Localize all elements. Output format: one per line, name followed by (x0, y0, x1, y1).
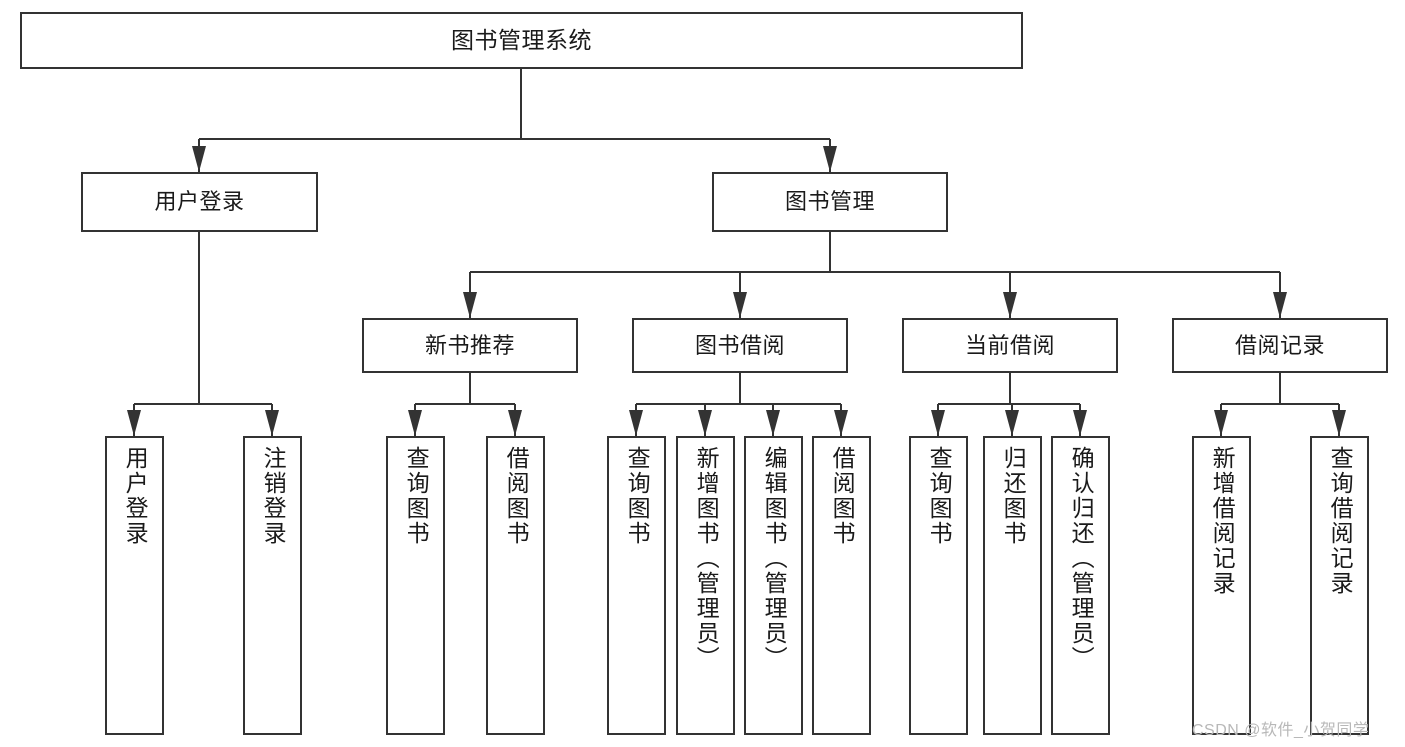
arrow-head-icon (508, 410, 522, 436)
arrow-head-icon (265, 410, 279, 436)
csdn-watermark: CSDN @软件_小贺同学 (1192, 722, 1370, 739)
arrow-head-icon (408, 410, 422, 436)
arrow-head-icon (766, 410, 780, 436)
leaf-add-book[interactable]: 新增图书（管理员） (676, 436, 735, 735)
leaf-query-book-rec[interactable]: 查询图书 (386, 436, 445, 735)
leaf-add-book-label: 新增图书（管理员） (693, 446, 720, 671)
leaf-borrow-book-rec[interactable]: 借阅图书 (486, 436, 545, 735)
wire-group (127, 69, 1346, 436)
arrow-head-icon (1214, 410, 1228, 436)
node-current-borrow[interactable]: 当前借阅 (902, 318, 1118, 373)
leaf-logout[interactable]: 注销登录 (243, 436, 302, 735)
node-user-login[interactable]: 用户登录 (81, 172, 318, 232)
arrow-head-icon (1273, 292, 1287, 318)
arrow-head-icon (463, 292, 477, 318)
node-borrow-record[interactable]: 借阅记录 (1172, 318, 1388, 373)
node-book-manage-label: 图书管理 (784, 189, 875, 215)
node-user-login-label: 用户登录 (154, 189, 245, 215)
leaf-logout-label: 注销登录 (260, 446, 287, 546)
leaf-edit-book-label: 编辑图书（管理员） (761, 446, 788, 671)
node-root[interactable]: 图书管理系统 (20, 12, 1023, 69)
leaf-confirm-return[interactable]: 确认归还（管理员） (1051, 436, 1110, 735)
node-book-borrow[interactable]: 图书借阅 (632, 318, 848, 373)
node-borrow-record-label: 借阅记录 (1234, 332, 1325, 358)
leaf-user-login-label: 用户登录 (122, 446, 149, 546)
arrow-head-icon (698, 410, 712, 436)
arrow-head-icon (931, 410, 945, 436)
leaf-query-book-borrow-label: 查询图书 (624, 446, 651, 546)
node-new-book-recommend[interactable]: 新书推荐 (362, 318, 578, 373)
leaf-user-login[interactable]: 用户登录 (105, 436, 164, 735)
leaf-query-record-label: 查询借阅记录 (1327, 446, 1354, 596)
arrow-head-icon (192, 146, 206, 172)
arrow-head-icon (1073, 410, 1087, 436)
node-book-borrow-label: 图书借阅 (694, 332, 785, 358)
leaf-edit-book[interactable]: 编辑图书（管理员） (744, 436, 803, 735)
leaf-borrow-book-rec-label: 借阅图书 (503, 446, 530, 546)
leaf-query-book-cur-label: 查询图书 (926, 446, 953, 546)
node-current-borrow-label: 当前借阅 (964, 332, 1055, 358)
leaf-query-book-borrow[interactable]: 查询图书 (607, 436, 666, 735)
arrow-head-icon (823, 146, 837, 172)
node-new-book-recommend-label: 新书推荐 (424, 332, 515, 358)
arrow-head-icon (733, 292, 747, 318)
leaf-borrow-book[interactable]: 借阅图书 (812, 436, 871, 735)
leaf-return-book[interactable]: 归还图书 (983, 436, 1042, 735)
node-book-manage[interactable]: 图书管理 (712, 172, 948, 232)
leaf-return-book-label: 归还图书 (1000, 446, 1027, 546)
arrow-head-icon (1003, 292, 1017, 318)
arrow-head-icon (834, 410, 848, 436)
arrow-head-icon (629, 410, 643, 436)
leaf-add-record-label: 新增借阅记录 (1209, 446, 1236, 596)
arrow-head-icon (1332, 410, 1346, 436)
leaf-query-book-cur[interactable]: 查询图书 (909, 436, 968, 735)
leaf-query-record[interactable]: 查询借阅记录 (1310, 436, 1369, 735)
leaf-confirm-return-label: 确认归还（管理员） (1068, 446, 1095, 671)
arrow-head-icon (1005, 410, 1019, 436)
leaf-borrow-book-label: 借阅图书 (829, 446, 856, 546)
leaf-add-record[interactable]: 新增借阅记录 (1192, 436, 1251, 735)
arrow-head-icon (127, 410, 141, 436)
leaf-query-book-rec-label: 查询图书 (403, 446, 430, 546)
node-root-label: 图书管理系统 (451, 26, 592, 53)
